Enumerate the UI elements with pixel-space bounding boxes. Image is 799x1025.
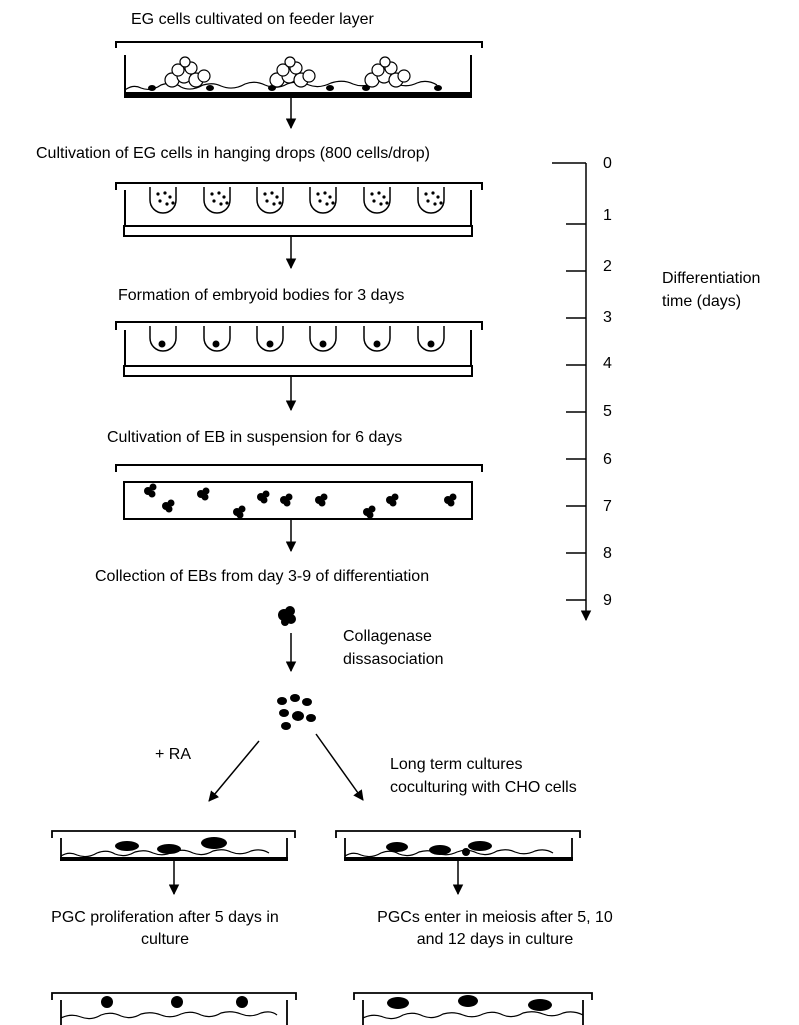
step-suspension-label: Cultivation of EB in suspension for 6 da… — [107, 429, 403, 446]
eg-colony — [164, 56, 211, 88]
ra-label: + RA — [155, 746, 192, 763]
timeline-tick-label: 4 — [603, 355, 612, 372]
timeline-tick-label: 5 — [603, 403, 612, 420]
collagenase-label-line1: Collagenase — [343, 628, 432, 645]
timeline-axis — [552, 162, 592, 622]
proliferation-dish — [51, 992, 297, 1025]
long-term-label-line2: coculturing with CHO cells — [390, 779, 577, 796]
timeline-tick-label: 6 — [603, 451, 612, 468]
collagenase-label-line2: dissasociation — [343, 651, 444, 668]
flow-arrow-right — [315, 733, 364, 801]
step-collection-label: Collection of EBs from day 3-9 of differ… — [95, 568, 430, 585]
proliferation-label-line2: culture — [140, 931, 190, 948]
cho-coculture-dish — [335, 830, 581, 861]
eb-cluster — [444, 493, 457, 507]
proliferation-label-line1: PGC proliferation after 5 days in — [51, 909, 279, 926]
timeline-axis-label-line1: Differentiation — [662, 270, 761, 287]
eb-cluster — [162, 499, 175, 513]
hanging-drops-dish — [115, 182, 483, 237]
eb-cluster — [144, 483, 157, 498]
eg-colony — [269, 56, 316, 88]
timeline-tick-label: 7 — [603, 498, 612, 515]
timeline-tick-label: 8 — [603, 545, 612, 562]
meiosis-label-line1: PGCs enter in meiosis after 5, 10 — [377, 909, 613, 926]
eb-cluster — [197, 487, 210, 501]
single-eb — [278, 606, 296, 626]
eb-cluster — [280, 493, 293, 507]
flow-arrow-left — [208, 740, 260, 802]
step-embryoid-label: Formation of embryoid bodies for 3 days — [118, 287, 405, 304]
suspension-dish — [115, 464, 483, 520]
timeline-axis-label-line2: time (days) — [662, 293, 742, 310]
eb-cluster — [386, 493, 399, 507]
eb-cluster — [363, 505, 376, 519]
timeline-tick-label: 9 — [603, 592, 612, 609]
feeder-dish — [115, 41, 483, 98]
dissociated-cells — [277, 694, 316, 730]
meiosis-label-line2: and 12 days in culture — [416, 931, 574, 948]
embryoid-dish — [115, 321, 483, 377]
timeline-tick-label: 2 — [603, 258, 612, 275]
timeline-tick-label: 0 — [603, 155, 612, 172]
timeline-tick-label: 3 — [603, 309, 612, 326]
timeline-tick-label: 1 — [603, 207, 612, 224]
eb-cluster — [257, 490, 270, 504]
eg-colony — [364, 56, 411, 88]
step-feeder-label: EG cells cultivated on feeder layer — [131, 11, 374, 28]
long-term-label-line1: Long term cultures — [390, 756, 523, 773]
meiosis-dish — [353, 992, 593, 1025]
eb-cluster — [315, 493, 328, 507]
eb-cluster — [233, 505, 246, 519]
ra-culture-dish — [51, 830, 296, 861]
step-hanging-drops-label: Cultivation of EG cells in hanging drops… — [36, 145, 430, 162]
